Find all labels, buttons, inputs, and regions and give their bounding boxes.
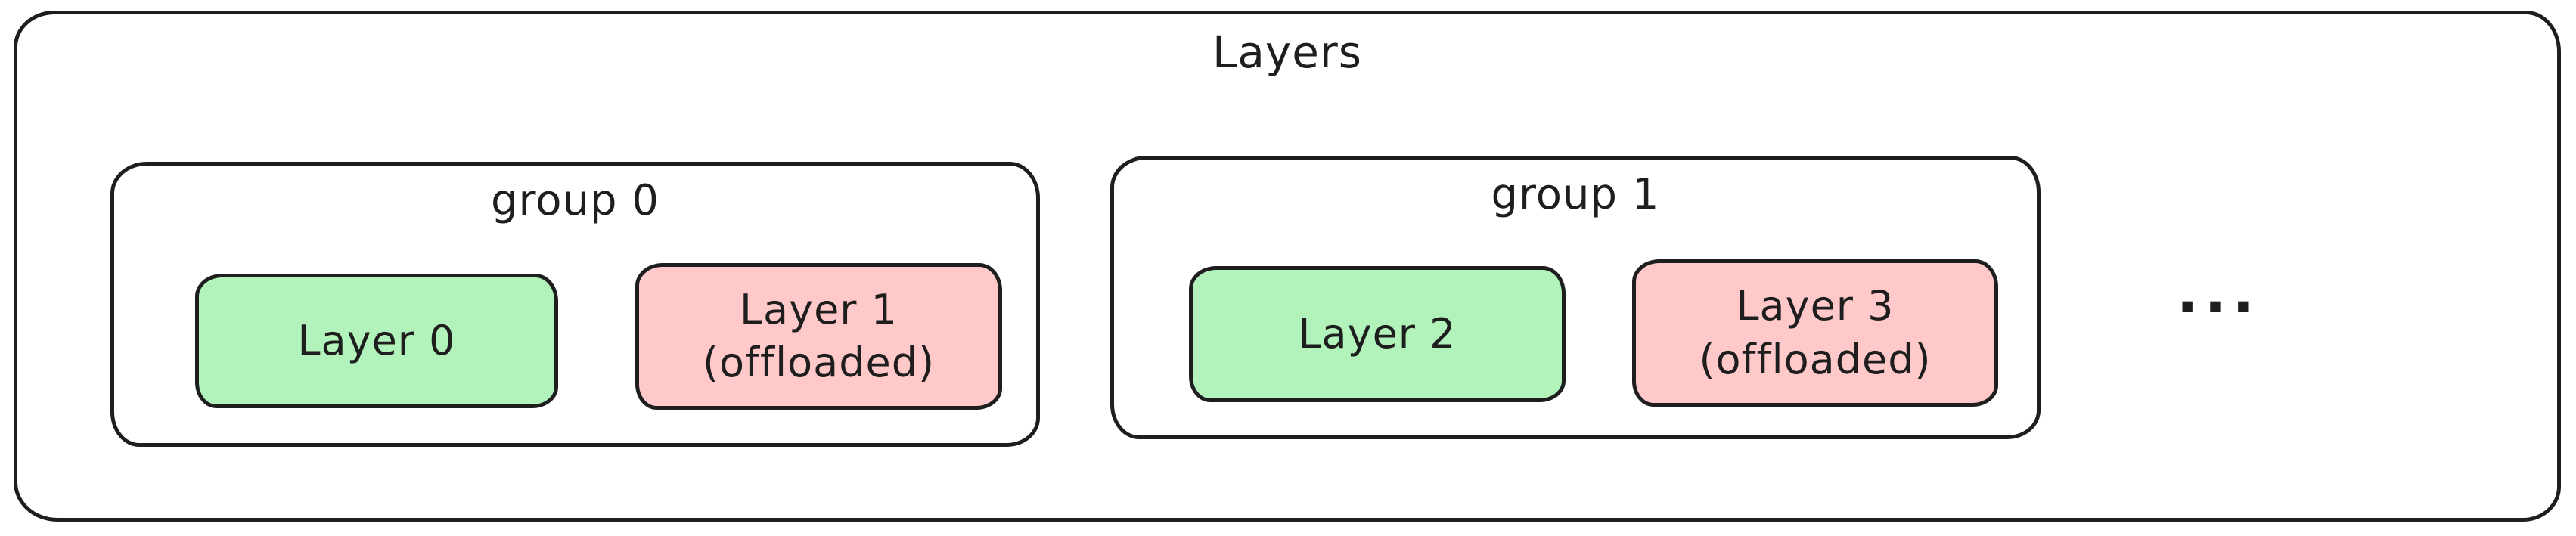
layer-2-label: Layer 2 xyxy=(1298,309,1457,358)
layers-container-box: Layers group 0 Layer 0 Layer 1 (offloade… xyxy=(14,11,2561,522)
layer-0-box: Layer 0 xyxy=(195,274,558,408)
group-0-box: group 0 Layer 0 Layer 1 (offloaded) xyxy=(110,162,1040,447)
layer-3-label: Layer 3 xyxy=(1736,282,1895,330)
layer-1-label: Layer 1 xyxy=(739,285,898,333)
layer-3-box: Layer 3 (offloaded) xyxy=(1632,259,1998,407)
layer-1-label-line2: (offloaded) xyxy=(702,339,936,386)
layer-2-box: Layer 2 xyxy=(1189,266,1566,402)
layer-1-box: Layer 1 (offloaded) xyxy=(635,263,1002,410)
layer-0-label: Layer 0 xyxy=(297,316,456,364)
more-groups-ellipsis: ... xyxy=(2176,259,2261,326)
layer-3-label-line2: (offloaded) xyxy=(1699,335,1932,383)
layers-title: Layers xyxy=(1212,26,1362,78)
group-1-box: group 1 Layer 2 Layer 3 (offloaded) xyxy=(1110,156,2041,439)
group-0-title: group 0 xyxy=(490,176,660,225)
group-1-title: group 1 xyxy=(1491,170,1660,219)
